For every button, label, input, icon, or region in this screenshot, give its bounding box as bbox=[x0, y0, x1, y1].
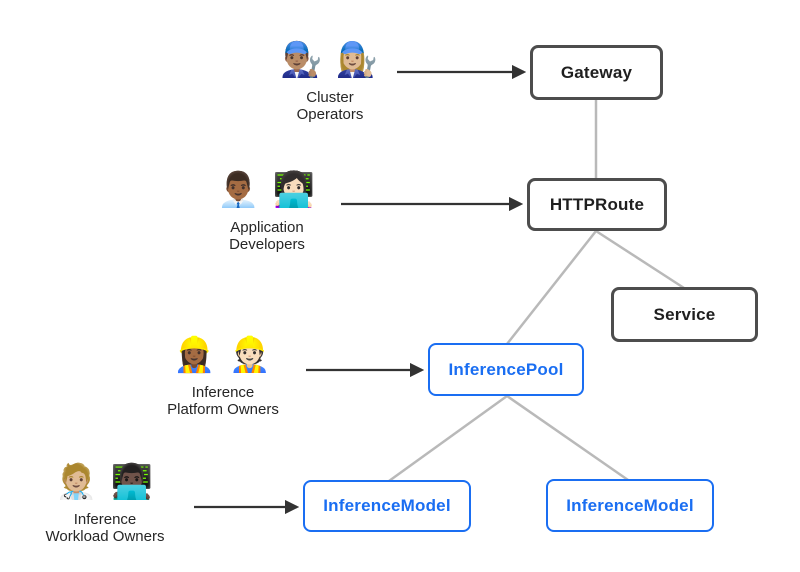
inference-workload-owners-emoji-icon: 🧑🏼‍⚕️ 👨🏿‍💻 bbox=[54, 463, 156, 501]
node-gateway: Gateway bbox=[530, 45, 663, 100]
node-inferencemodel-1: InferenceModel bbox=[303, 480, 471, 532]
node-inferencepool: InferencePool bbox=[428, 343, 584, 396]
node-gateway-label: Gateway bbox=[560, 62, 633, 82]
inference-platform-owners-label: Inference Platform Owners bbox=[167, 384, 279, 419]
node-httproute-label: HTTPRoute bbox=[549, 194, 645, 214]
application-developers-label: Application Developers bbox=[229, 219, 305, 254]
node-inferencepool-label: InferencePool bbox=[448, 359, 564, 379]
node-inferencemodel-2-label: InferenceModel bbox=[566, 495, 694, 515]
node-service-label: Service bbox=[653, 304, 716, 324]
inference-platform-owners-emoji-icon: 👷🏾‍♀️ 👷🏻 bbox=[172, 336, 274, 374]
actor-cluster-operators: 👨🏽‍🔧 👩🏼‍🔧 Cluster Operators bbox=[245, 36, 415, 124]
actor-inference-platform-owners: 👷🏾‍♀️ 👷🏻 Inference Platform Owners bbox=[138, 331, 308, 419]
cluster-operators-emoji-icon: 👨🏽‍🔧 👩🏼‍🔧 bbox=[279, 41, 381, 79]
edge-inferencepool-inferencemodel-2 bbox=[506, 394, 629, 482]
node-httproute: HTTPRoute bbox=[527, 178, 667, 231]
cluster-operators-label: Cluster Operators bbox=[296, 89, 364, 124]
edge-httproute-inferencepool bbox=[506, 230, 597, 345]
node-inferencemodel-2: InferenceModel bbox=[546, 479, 714, 532]
edge-inferencepool-inferencemodel-1 bbox=[388, 394, 508, 483]
node-inferencemodel-1-label: InferenceModel bbox=[323, 496, 451, 515]
edge-httproute-service bbox=[595, 229, 685, 290]
actor-application-developers: 👨🏾‍💼 👩🏻‍💻 Application Developers bbox=[182, 166, 352, 254]
inference-workload-owners-label: Inference Workload Owners bbox=[45, 511, 165, 546]
actor-inference-workload-owners: 🧑🏼‍⚕️ 👨🏿‍💻 Inference Workload Owners bbox=[20, 458, 190, 546]
node-service: Service bbox=[611, 287, 758, 342]
application-developers-emoji-icon: 👨🏾‍💼 👩🏻‍💻 bbox=[216, 171, 318, 209]
